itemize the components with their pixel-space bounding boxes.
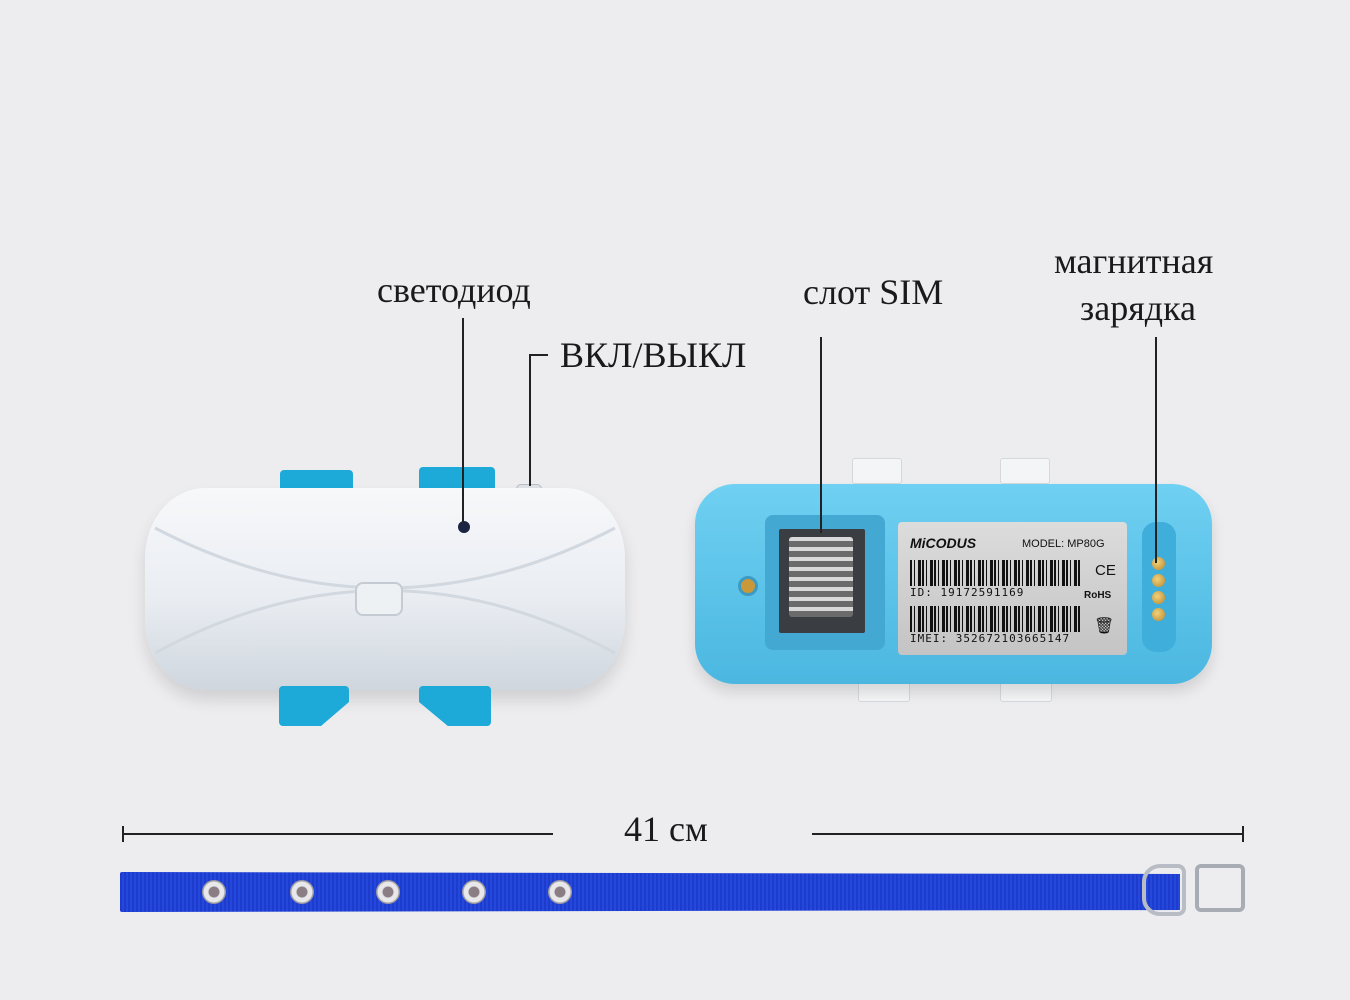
sim-card-holder [779, 529, 865, 633]
strap-tab [279, 686, 349, 726]
model-text: MODEL: MP80G [1022, 538, 1105, 550]
measure-tick-left [122, 826, 124, 842]
callout-charging-2: зарядка [1080, 288, 1196, 328]
device-label: MiCODUS MODEL: MP80G ID: 19172591169 CE … [898, 522, 1127, 655]
device-back-body: MiCODUS MODEL: MP80G ID: 19172591169 CE … [695, 484, 1212, 684]
eyelet [290, 880, 314, 904]
device-front-body [145, 488, 625, 690]
callout-sim-line [820, 337, 822, 533]
buckle-icon [1195, 864, 1245, 912]
sim-slot [765, 515, 885, 650]
callout-charging-line [1155, 337, 1157, 563]
callout-led: светодиод [377, 270, 531, 310]
eyelet [462, 880, 486, 904]
collar-strap [120, 872, 1180, 912]
eyelet [202, 880, 226, 904]
clip [852, 458, 902, 484]
weee-bin-icon: 🗑 [1094, 618, 1115, 635]
paw-logo-icon [355, 582, 403, 616]
led-indicator [458, 521, 470, 533]
barcode-imei [910, 606, 1080, 632]
callout-sim: слот SIM [803, 272, 944, 312]
barcode-id [910, 560, 1080, 586]
sim-contacts [789, 537, 853, 617]
screw-hole [738, 576, 758, 596]
callout-charging-1: магнитная [1054, 241, 1214, 281]
magnetic-charging-pins [1142, 522, 1176, 652]
buckle-icon [1142, 864, 1186, 916]
callout-led-line [462, 318, 464, 522]
brand-logo: MiCODUS [910, 535, 977, 551]
clip [858, 682, 910, 702]
imei-text: IMEI: 352672103665147 [910, 632, 1071, 645]
clip [1000, 682, 1052, 702]
callout-power: ВКЛ/ВЫКЛ [560, 335, 747, 375]
ce-mark: CE [1095, 562, 1116, 579]
callout-power-line [529, 354, 548, 356]
measure-line-right [812, 833, 1244, 835]
eyelet [376, 880, 400, 904]
callout-power-line [529, 354, 531, 486]
rohs-mark: RoHS [1084, 590, 1112, 601]
clip [1000, 458, 1050, 484]
strap-tab [419, 686, 491, 726]
measure-tick-right [1242, 826, 1244, 842]
eyelet [548, 880, 572, 904]
measure-length: 41 см [624, 809, 708, 849]
measure-line-left [123, 833, 553, 835]
id-text: ID: 19172591169 [910, 586, 1025, 599]
